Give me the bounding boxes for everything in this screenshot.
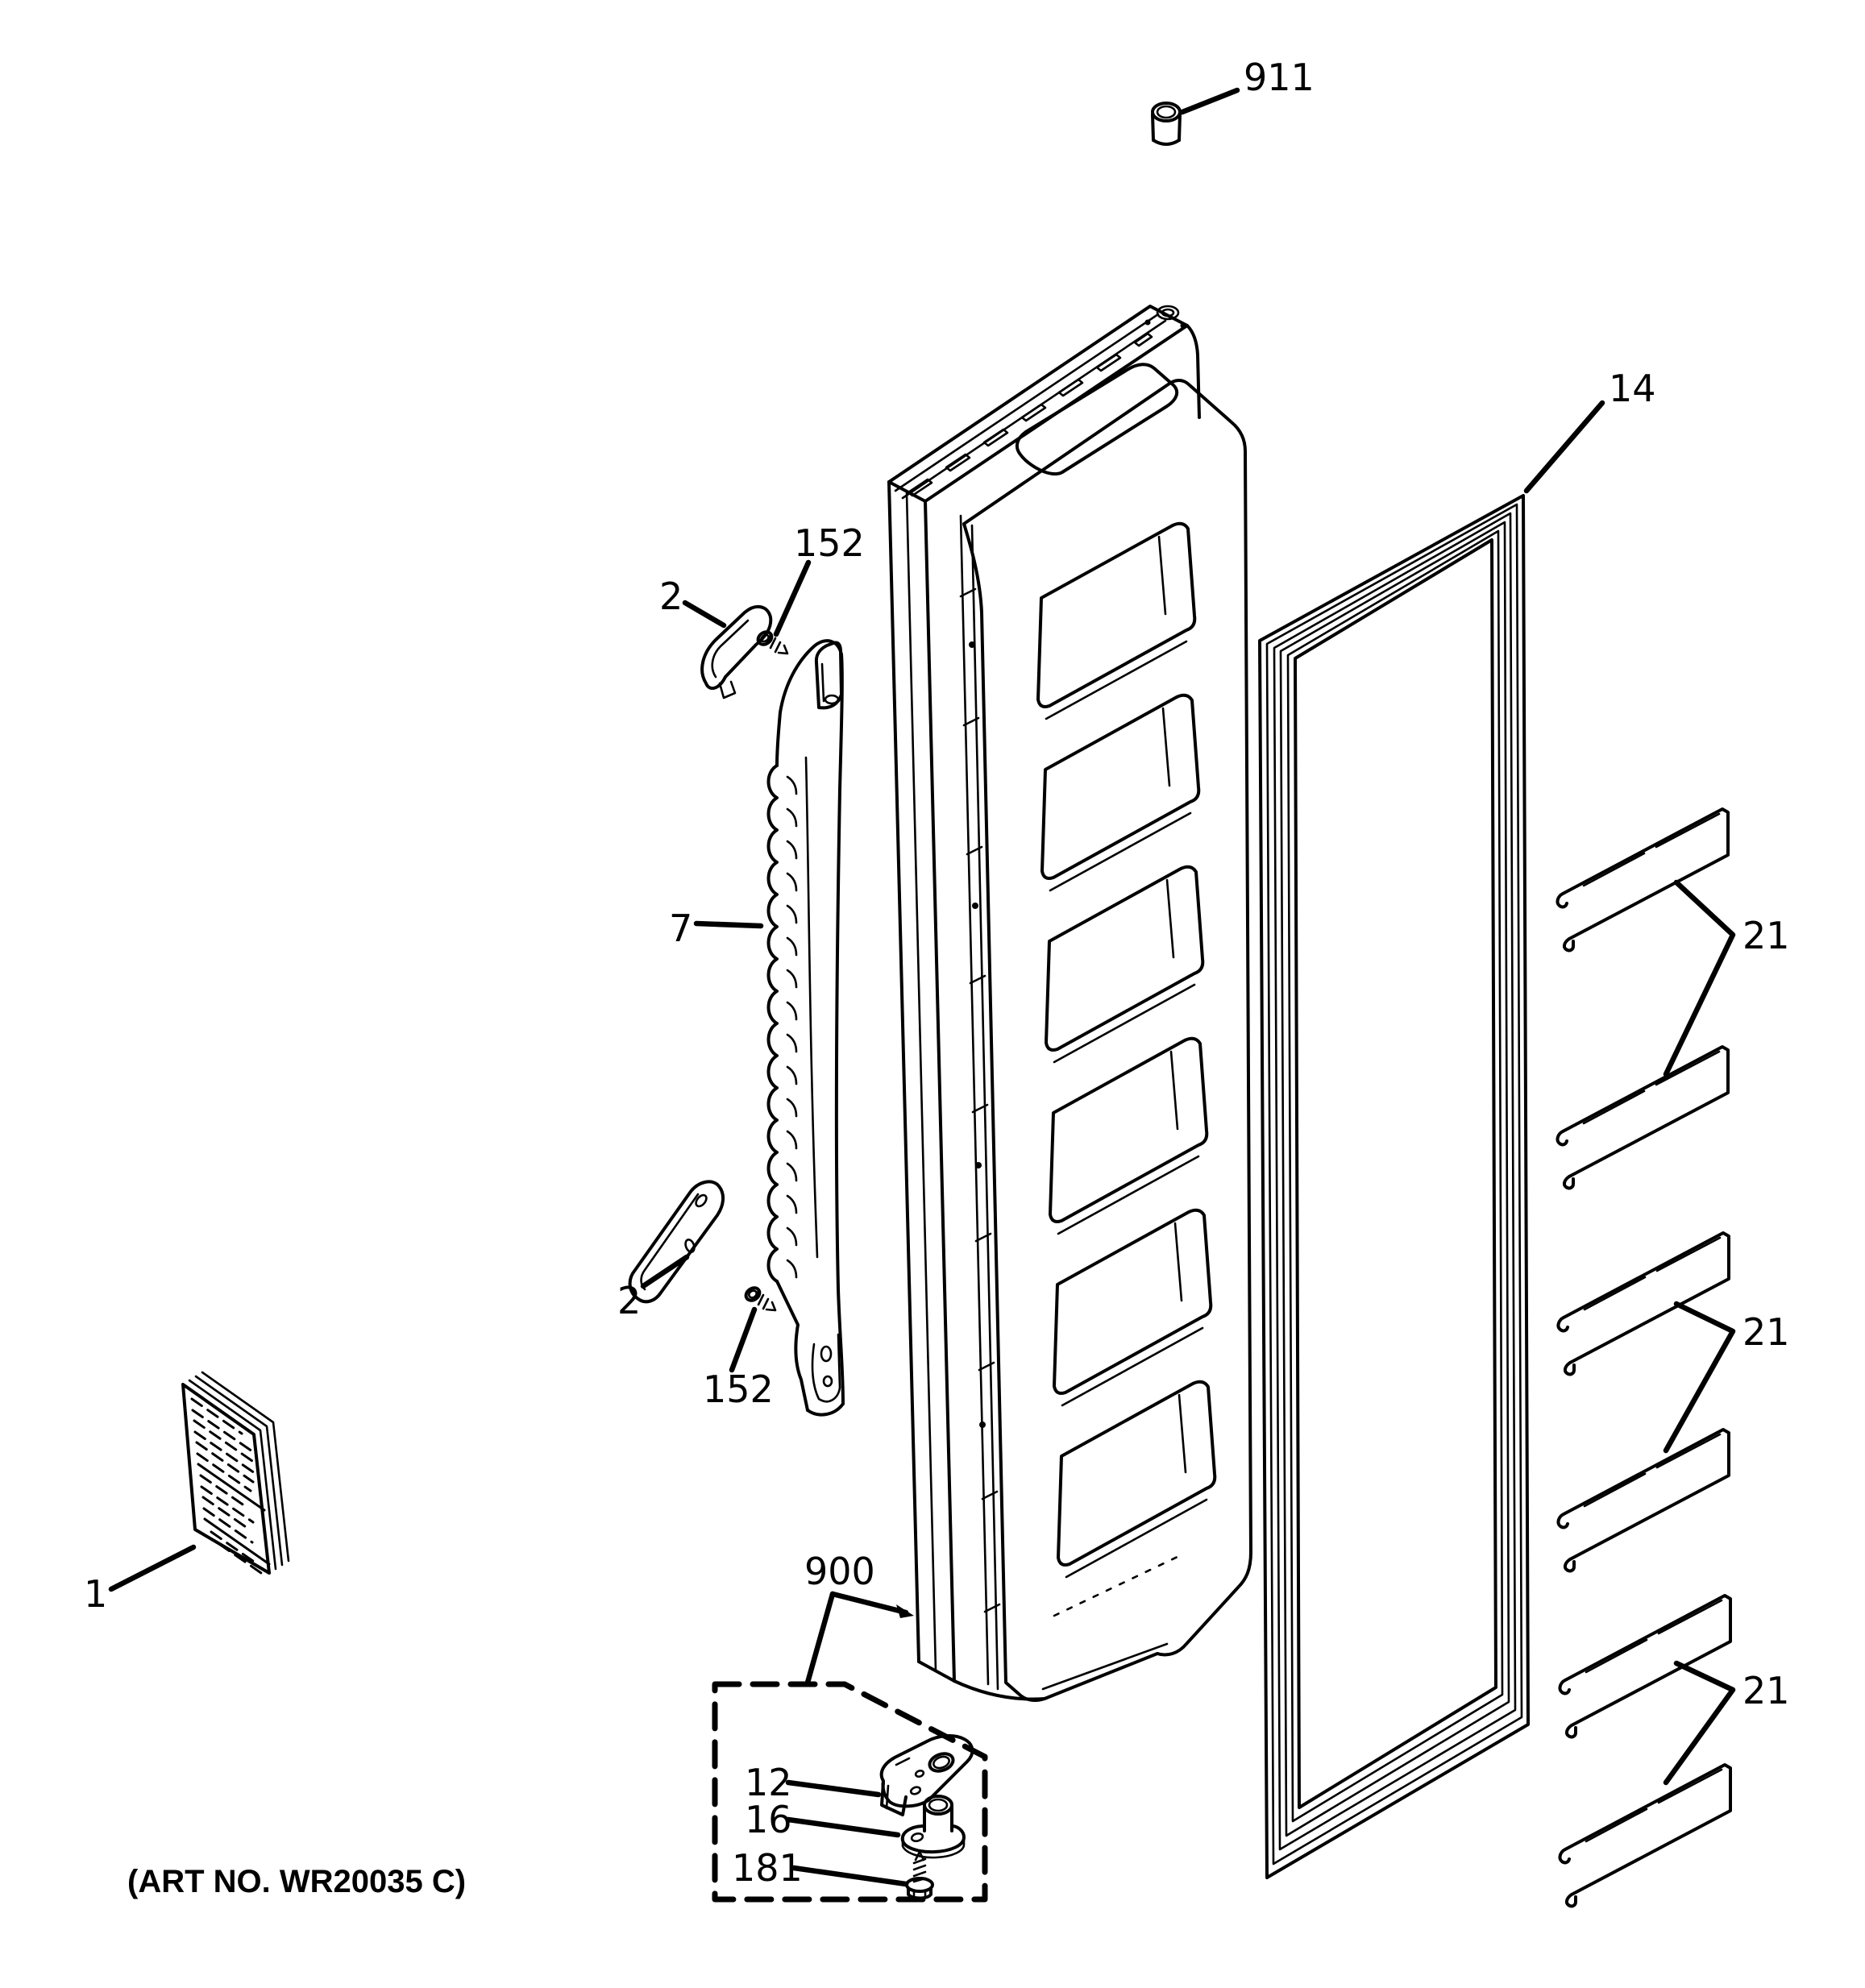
callout-21-middle: 21: [1742, 1310, 1790, 1354]
owners-manual: [181, 1371, 290, 1575]
door-shelf-rail: [1558, 1594, 1732, 1739]
door-bin-pockets: [1036, 521, 1217, 1579]
callout-16: 16: [745, 1798, 792, 1841]
art-number: (ART NO. WR20035 C): [127, 1864, 466, 1899]
door-handle: [766, 639, 845, 1417]
callout-1: 1: [84, 1572, 107, 1616]
door-shelf-rail: [1556, 807, 1730, 952]
leader-152-bottom: [729, 1306, 758, 1373]
hinge-detail-box: [712, 1681, 988, 1903]
leader-21-top: [1663, 879, 1736, 1077]
callout-152-bottom: 152: [703, 1368, 774, 1411]
callout-7: 7: [669, 907, 692, 950]
leader-2-top: [682, 600, 727, 629]
leader-16: [785, 1816, 901, 1838]
leader-2-bottom: [640, 1254, 690, 1289]
door-shelf-rail: [1556, 1428, 1730, 1573]
handle-screw-top: [756, 630, 789, 655]
door-shelf-rail: [1558, 1763, 1732, 1908]
door-gasket: [1258, 494, 1530, 1879]
callout-152-top: 152: [794, 521, 865, 565]
callout-12: 12: [745, 1761, 792, 1804]
callout-21-top: 21: [1742, 914, 1790, 957]
freezer-door: [887, 305, 1252, 1702]
door-shelf-rail: [1556, 1045, 1730, 1190]
callout-900: 900: [804, 1550, 875, 1593]
leader-181: [791, 1865, 909, 1887]
manual-text-lines: [190, 1397, 271, 1575]
leader-21-middle: [1663, 1301, 1736, 1454]
callout-2-top: 2: [659, 575, 683, 618]
hinge-screw: [905, 1850, 934, 1900]
door-shelf-rail: [1556, 1231, 1730, 1376]
leader-14: [1523, 400, 1605, 494]
door-stop-plug: [1151, 102, 1182, 146]
callout-181: 181: [732, 1846, 803, 1890]
callout-14: 14: [1609, 367, 1656, 410]
leader-911: [1179, 87, 1240, 115]
leader-21-bottom: [1663, 1660, 1736, 1786]
leader-7: [693, 920, 764, 929]
callout-2-bottom: 2: [617, 1279, 641, 1322]
handle-end-cap-top: [700, 604, 773, 699]
hinge-bushing: [900, 1795, 966, 1859]
hinge-bracket: [879, 1734, 974, 1816]
leader-900: [804, 1591, 914, 1686]
leader-12: [785, 1779, 882, 1798]
callout-21-bottom: 21: [1742, 1669, 1790, 1712]
door-shelf-rails: [1556, 807, 1732, 1908]
handle-screw-bottom: [744, 1286, 777, 1312]
leader-1: [108, 1544, 197, 1592]
callout-911: 911: [1244, 56, 1315, 99]
leader-152-top: [773, 559, 812, 637]
